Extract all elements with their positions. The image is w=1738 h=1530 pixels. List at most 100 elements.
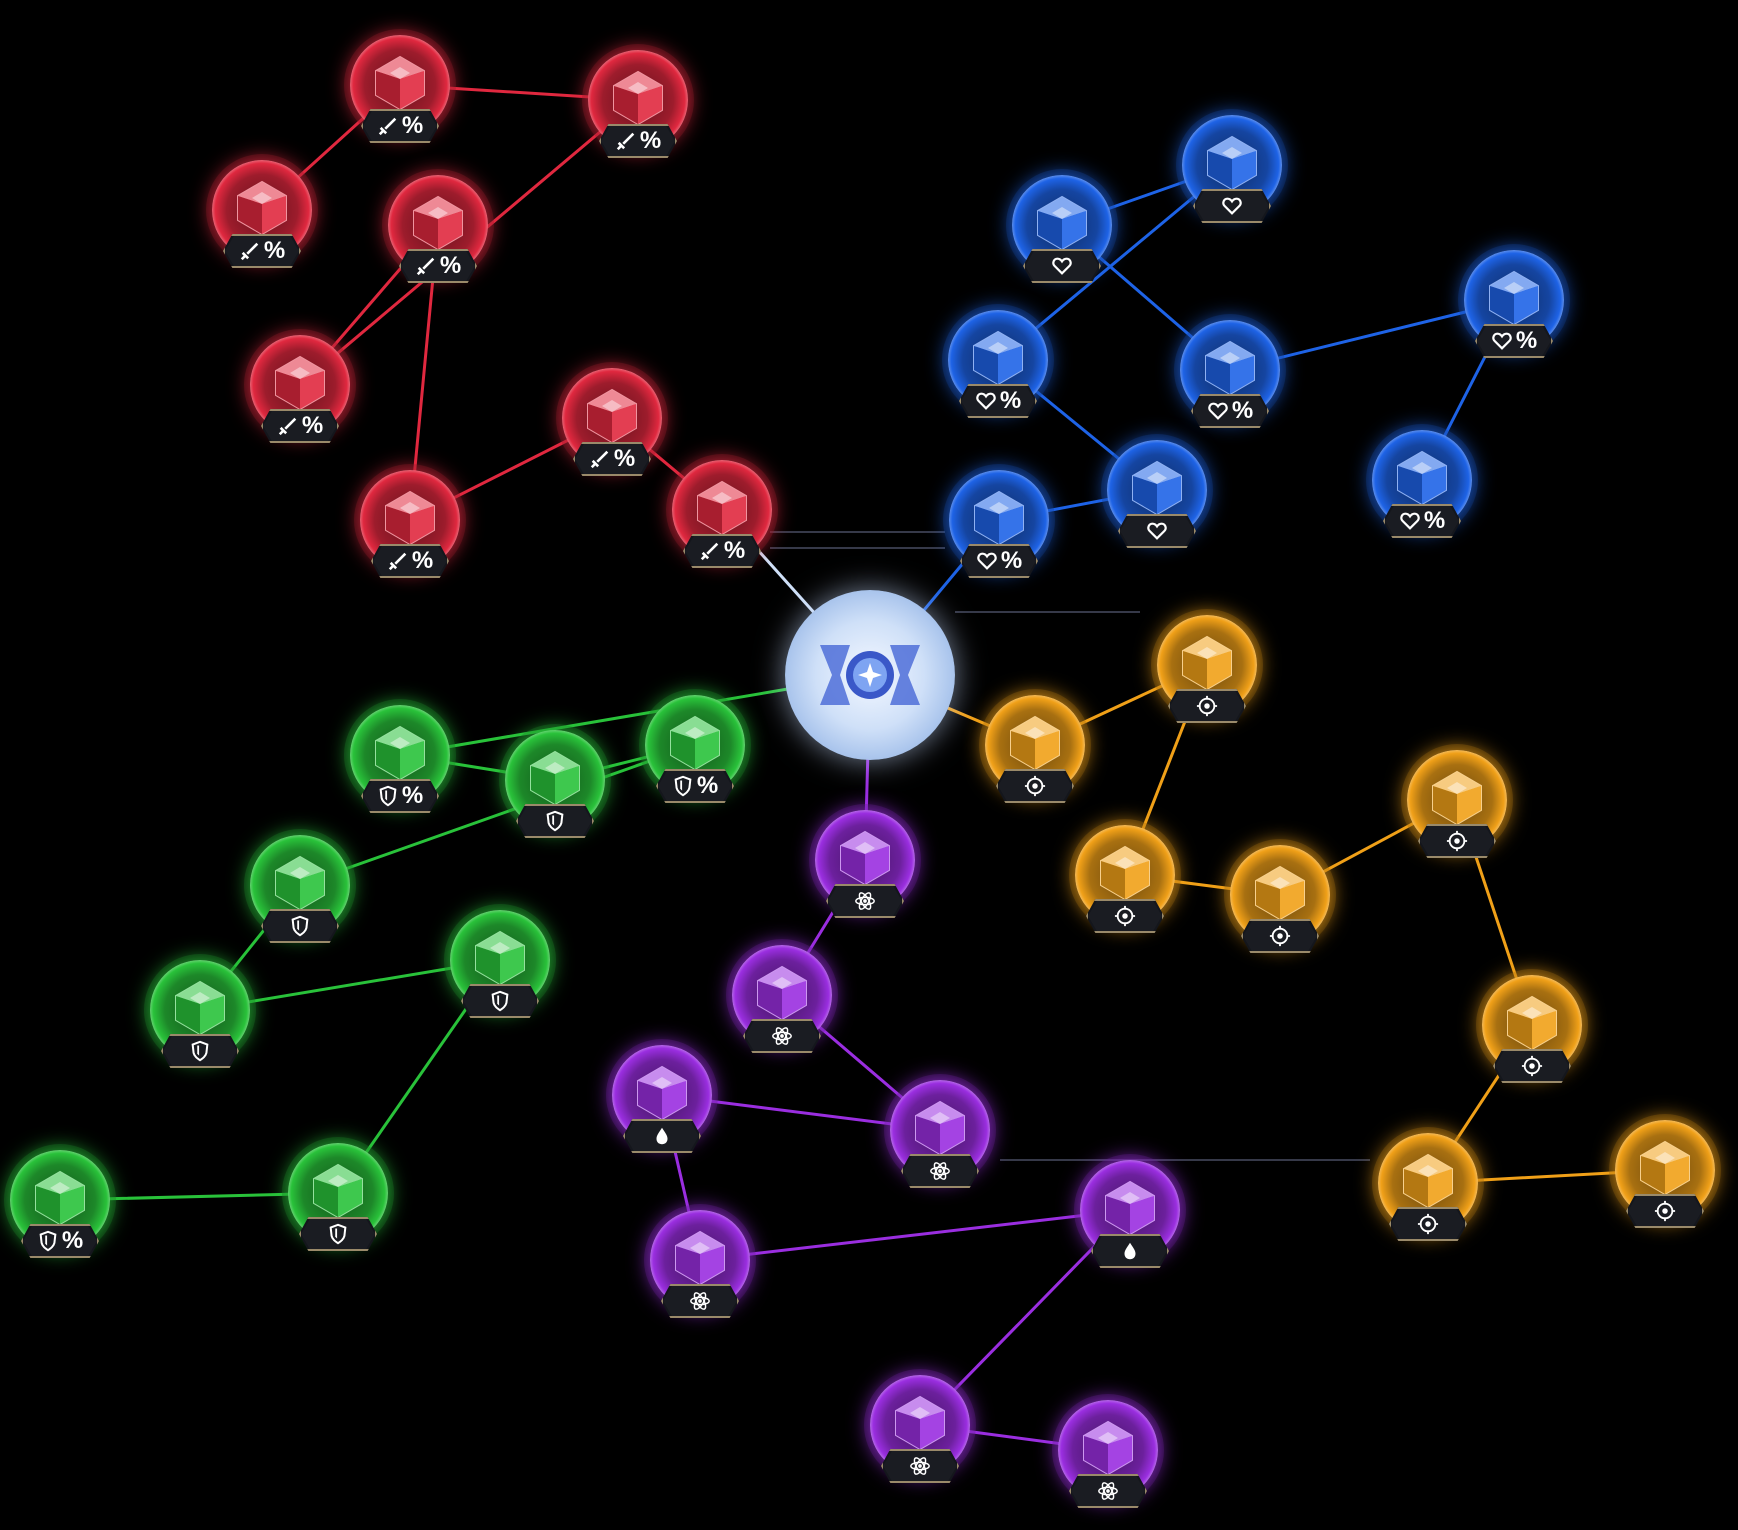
gem-icon bbox=[973, 330, 1023, 386]
sword-icon bbox=[240, 242, 259, 261]
core-node[interactable] bbox=[785, 590, 955, 760]
shield-icon bbox=[379, 785, 397, 807]
shield-icon bbox=[39, 1230, 57, 1252]
skill-node-attack[interactable]: % bbox=[340, 25, 460, 165]
skill-node-defense[interactable] bbox=[440, 900, 560, 1040]
stat-badge-content: % bbox=[685, 536, 759, 566]
gem-icon bbox=[35, 1170, 85, 1226]
heart-icon bbox=[977, 552, 997, 570]
skill-node-precision[interactable] bbox=[1065, 815, 1185, 955]
crosshair-icon bbox=[1521, 1055, 1543, 1077]
skill-node-attack[interactable]: % bbox=[552, 358, 672, 498]
skill-node-defense[interactable]: % bbox=[635, 685, 755, 825]
skill-node-health[interactable]: % bbox=[1362, 420, 1482, 560]
sword-icon bbox=[378, 117, 397, 136]
stat-badge-content: % bbox=[363, 781, 437, 811]
percent-label: % bbox=[613, 445, 636, 472]
stat-badge-content bbox=[1120, 516, 1194, 546]
skill-node-attack[interactable]: % bbox=[202, 150, 322, 290]
gem-icon bbox=[637, 1065, 687, 1121]
skill-node-defense[interactable] bbox=[240, 825, 360, 965]
skill-node-precision[interactable] bbox=[1605, 1110, 1725, 1250]
skill-node-elemental[interactable] bbox=[722, 935, 842, 1075]
stat-badge-content bbox=[828, 886, 902, 916]
skill-node-attack[interactable]: % bbox=[662, 450, 782, 590]
gem-icon bbox=[1205, 340, 1255, 396]
sword-icon bbox=[616, 132, 635, 151]
skill-node-health[interactable]: % bbox=[939, 460, 1059, 600]
stat-badge-content bbox=[463, 986, 537, 1016]
skill-node-defense[interactable] bbox=[495, 720, 615, 860]
percent-label: % bbox=[639, 127, 662, 154]
stat-badge-content: % bbox=[225, 236, 299, 266]
stat-badge-content bbox=[1391, 1209, 1465, 1239]
atom-icon bbox=[1098, 1482, 1118, 1500]
skill-node-elemental[interactable] bbox=[860, 1365, 980, 1505]
stat-badge-content bbox=[1243, 921, 1317, 951]
gem-icon bbox=[475, 930, 525, 986]
stat-badge-content bbox=[663, 1286, 737, 1316]
skill-node-attack[interactable]: % bbox=[350, 460, 470, 600]
skill-node-health[interactable]: % bbox=[938, 300, 1058, 440]
shield-icon bbox=[329, 1223, 347, 1245]
skill-node-elemental[interactable] bbox=[602, 1035, 722, 1175]
atom-icon bbox=[690, 1292, 710, 1310]
skill-node-defense[interactable] bbox=[140, 950, 260, 1090]
gem-icon bbox=[375, 55, 425, 111]
stat-badge-content bbox=[518, 806, 592, 836]
stat-badge-content bbox=[1195, 191, 1269, 221]
skill-node-elemental[interactable] bbox=[880, 1070, 1000, 1210]
skill-node-defense[interactable]: % bbox=[0, 1140, 120, 1280]
stat-badge-content: % bbox=[363, 111, 437, 141]
stat-badge-content bbox=[1495, 1051, 1569, 1081]
skill-node-precision[interactable] bbox=[1368, 1123, 1488, 1263]
gem-icon bbox=[895, 1395, 945, 1451]
gem-icon bbox=[1403, 1153, 1453, 1209]
skill-node-attack[interactable]: % bbox=[578, 40, 698, 180]
shield-icon bbox=[491, 990, 509, 1012]
skill-node-elemental[interactable] bbox=[1070, 1150, 1190, 1290]
skill-node-health[interactable] bbox=[1097, 430, 1217, 570]
gem-icon bbox=[1083, 1420, 1133, 1476]
atom-icon bbox=[855, 892, 875, 910]
stat-badge-content: % bbox=[961, 386, 1035, 416]
core-emblem-icon bbox=[820, 645, 920, 705]
sword-icon bbox=[278, 417, 297, 436]
stat-badge-content bbox=[1071, 1476, 1145, 1506]
heart-icon bbox=[1052, 257, 1072, 275]
skill-node-health[interactable] bbox=[1172, 105, 1292, 245]
skill-node-health[interactable] bbox=[1002, 165, 1122, 305]
skill-node-defense[interactable]: % bbox=[340, 695, 460, 835]
skill-node-precision[interactable] bbox=[975, 685, 1095, 825]
gem-icon bbox=[1397, 450, 1447, 506]
atom-icon bbox=[930, 1162, 950, 1180]
stat-badge-content bbox=[1093, 1236, 1167, 1266]
stat-badge-content bbox=[301, 1219, 375, 1249]
atom-icon bbox=[910, 1457, 930, 1475]
skill-node-precision[interactable] bbox=[1397, 740, 1517, 880]
skill-node-precision[interactable] bbox=[1220, 835, 1340, 975]
percent-label: % bbox=[263, 237, 286, 264]
gem-icon bbox=[1507, 995, 1557, 1051]
gem-icon bbox=[1037, 195, 1087, 251]
skill-node-health[interactable]: % bbox=[1454, 240, 1574, 380]
gem-icon bbox=[1489, 270, 1539, 326]
heart-icon bbox=[976, 392, 996, 410]
heart-icon bbox=[1208, 402, 1228, 420]
shield-icon bbox=[191, 1040, 209, 1062]
skill-node-attack[interactable]: % bbox=[378, 165, 498, 305]
gem-icon bbox=[840, 830, 890, 886]
skill-node-elemental[interactable] bbox=[640, 1200, 760, 1340]
skill-node-elemental[interactable] bbox=[1048, 1390, 1168, 1530]
link-line bbox=[698, 1208, 1132, 1262]
skill-node-attack[interactable]: % bbox=[240, 325, 360, 465]
skill-node-health[interactable]: % bbox=[1170, 310, 1290, 450]
skill-node-elemental[interactable] bbox=[805, 800, 925, 940]
skill-node-precision[interactable] bbox=[1147, 605, 1267, 745]
gem-icon bbox=[275, 355, 325, 411]
crosshair-icon bbox=[1417, 1213, 1439, 1235]
gem-icon bbox=[613, 70, 663, 126]
skill-node-precision[interactable] bbox=[1472, 965, 1592, 1105]
skill-node-defense[interactable] bbox=[278, 1133, 398, 1273]
gem-icon bbox=[697, 480, 747, 536]
